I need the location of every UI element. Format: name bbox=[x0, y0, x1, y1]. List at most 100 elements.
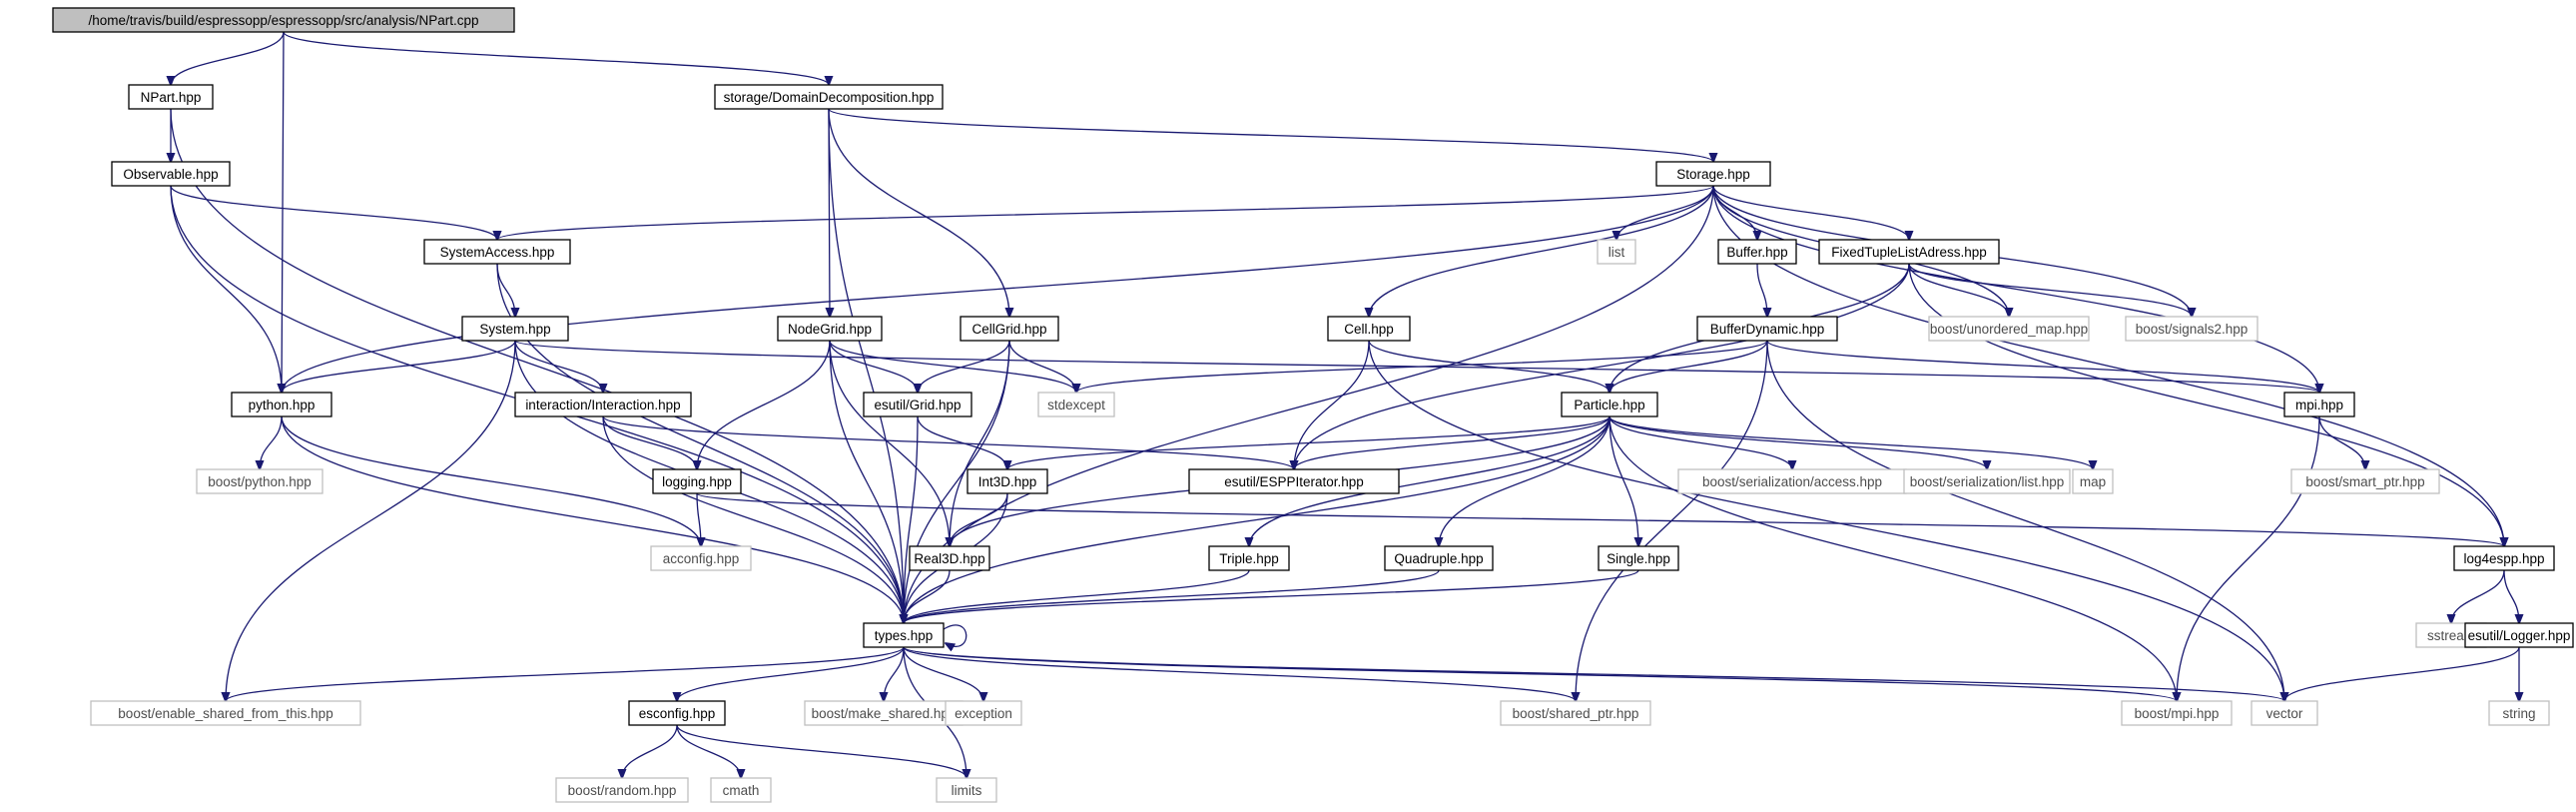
edge-quadruple-to-types bbox=[904, 569, 1440, 623]
node-esutilgrid[interactable]: esutil/Grid.hpp bbox=[863, 392, 972, 417]
node-exception: exception bbox=[945, 700, 1022, 726]
node-interaction[interactable]: interaction/Interaction.hpp bbox=[514, 392, 692, 417]
edge-log4espp-to-sstream bbox=[2451, 569, 2505, 623]
edge-storage-to-fixedtuple bbox=[1712, 185, 1909, 240]
node-box bbox=[945, 700, 1022, 726]
node-domdec[interactable]: storage/DomainDecomposition.hpp bbox=[714, 84, 944, 110]
node-label: boost/random.hpp bbox=[568, 783, 677, 798]
edge-particle-to-bmpi bbox=[1609, 415, 2177, 701]
node-box bbox=[1818, 239, 2000, 265]
node-fixedtuple[interactable]: FixedTupleListAdress.hpp bbox=[1818, 239, 2000, 265]
node-bmpi: boost/mpi.hpp bbox=[2121, 700, 2233, 726]
node-triple[interactable]: Triple.hpp bbox=[1208, 545, 1290, 571]
node-single[interactable]: Single.hpp bbox=[1598, 545, 1679, 571]
node-particle[interactable]: Particle.hpp bbox=[1561, 392, 1658, 417]
node-box bbox=[514, 392, 692, 417]
node-quadruple[interactable]: Quadruple.hpp bbox=[1384, 545, 1494, 571]
edge-domdec-to-storage bbox=[828, 108, 1713, 162]
node-npart-hpp[interactable]: NPart.hpp bbox=[128, 84, 214, 110]
edge-types-to-exception bbox=[903, 646, 983, 701]
node-mpi[interactable]: mpi.hpp bbox=[2283, 392, 2355, 417]
node-label: SystemAccess.hpp bbox=[440, 245, 555, 260]
edge-interaction-to-esppiter bbox=[602, 415, 1294, 469]
node-systemaccess[interactable]: SystemAccess.hpp bbox=[423, 239, 571, 265]
edge-domdec-to-cellgrid bbox=[828, 108, 1009, 317]
node-box bbox=[960, 316, 1059, 342]
node-label: boost/serialization/access.hpp bbox=[1702, 474, 1882, 489]
node-cellgrid[interactable]: CellGrid.hpp bbox=[960, 316, 1059, 342]
node-label: Buffer.hpp bbox=[1726, 245, 1787, 260]
node-box bbox=[1500, 700, 1651, 726]
dependency-nodes: /home/travis/build/espressopp/espressopp… bbox=[52, 7, 2574, 803]
edge-nodegrid-to-logging bbox=[697, 340, 831, 469]
edge-npart_hpp-to-types bbox=[170, 108, 904, 623]
node-box bbox=[777, 316, 883, 342]
node-label: Cell.hpp bbox=[1344, 322, 1394, 337]
node-label: Storage.hpp bbox=[1676, 167, 1750, 182]
node-label: types.hpp bbox=[875, 628, 934, 643]
node-system[interactable]: System.hpp bbox=[461, 316, 569, 342]
edge-npart_cpp-to-domdec bbox=[283, 31, 829, 85]
node-smartptr: boost/smart_ptr.hpp bbox=[2290, 468, 2440, 494]
node-box bbox=[2464, 622, 2574, 648]
node-cell[interactable]: Cell.hpp bbox=[1327, 316, 1411, 342]
node-label: CellGrid.hpp bbox=[971, 322, 1046, 337]
edge-logging-to-acconfig bbox=[697, 492, 701, 546]
node-box bbox=[2125, 316, 2258, 342]
edge-types-to-enableshared bbox=[226, 646, 905, 701]
node-box bbox=[1327, 316, 1411, 342]
node-bufferdyn[interactable]: BufferDynamic.hpp bbox=[1696, 316, 1838, 342]
node-box bbox=[652, 468, 742, 494]
node-real3d[interactable]: Real3D.hpp bbox=[909, 545, 990, 571]
node-box bbox=[1598, 545, 1679, 571]
edge-esutilgrid-to-types bbox=[904, 415, 919, 623]
edge-mpi-to-bmpi bbox=[2177, 415, 2320, 701]
node-box bbox=[111, 161, 231, 187]
node-label: Int3D.hpp bbox=[978, 474, 1037, 489]
node-stdexcept: stdexcept bbox=[1037, 392, 1115, 417]
node-box bbox=[2453, 545, 2555, 571]
node-label: Single.hpp bbox=[1607, 551, 1670, 566]
node-unordered: boost/unordered_map.hpp bbox=[1928, 316, 2090, 342]
node-buffer[interactable]: Buffer.hpp bbox=[1717, 239, 1797, 265]
node-signals2: boost/signals2.hpp bbox=[2125, 316, 2258, 342]
edge-particle-to-esppiter bbox=[1294, 415, 1610, 469]
node-label: FixedTupleListAdress.hpp bbox=[1831, 245, 1987, 260]
node-box bbox=[863, 392, 972, 417]
node-box bbox=[423, 239, 571, 265]
node-label: Observable.hpp bbox=[123, 167, 218, 182]
node-logging[interactable]: logging.hpp bbox=[652, 468, 742, 494]
edge-system-to-interaction bbox=[514, 340, 603, 393]
edge-storage-to-systemaccess bbox=[497, 185, 1714, 240]
node-label: Triple.hpp bbox=[1219, 551, 1279, 566]
node-label: esconfig.hpp bbox=[639, 706, 716, 721]
node-label: map bbox=[2080, 474, 2106, 489]
edge-python-to-acconfig bbox=[281, 415, 701, 546]
node-string: string bbox=[2488, 700, 2550, 726]
node-box bbox=[128, 84, 214, 110]
edge-npart_cpp-to-python bbox=[282, 31, 284, 393]
edge-particle-to-triple bbox=[1249, 415, 1610, 546]
node-label: limits bbox=[952, 783, 982, 798]
node-npart-cpp[interactable]: /home/travis/build/espressopp/espressopp… bbox=[52, 7, 515, 33]
node-int3d[interactable]: Int3D.hpp bbox=[966, 468, 1048, 494]
edge-nodegrid-to-real3d bbox=[829, 340, 950, 546]
node-label: log4espp.hpp bbox=[2463, 551, 2544, 566]
node-makeshared: boost/make_shared.hpp bbox=[804, 700, 964, 726]
node-observable[interactable]: Observable.hpp bbox=[111, 161, 231, 187]
edge-esconfig-to-limits bbox=[676, 724, 966, 778]
node-nodegrid[interactable]: NodeGrid.hpp bbox=[777, 316, 883, 342]
node-esconfig[interactable]: esconfig.hpp bbox=[628, 700, 726, 726]
edge-particle-to-int3d bbox=[1007, 415, 1610, 469]
node-box bbox=[2251, 700, 2318, 726]
node-logger[interactable]: esutil/Logger.hpp bbox=[2464, 622, 2574, 648]
node-storage[interactable]: Storage.hpp bbox=[1655, 161, 1771, 187]
node-python[interactable]: python.hpp bbox=[231, 392, 332, 417]
node-log4espp[interactable]: log4espp.hpp bbox=[2453, 545, 2555, 571]
node-label: list bbox=[1609, 245, 1625, 260]
node-esppiter[interactable]: esutil/ESPPIterator.hpp bbox=[1188, 468, 1400, 494]
edge-python-to-types bbox=[281, 415, 904, 623]
node-box bbox=[231, 392, 332, 417]
node-types[interactable]: types.hpp bbox=[863, 622, 945, 648]
